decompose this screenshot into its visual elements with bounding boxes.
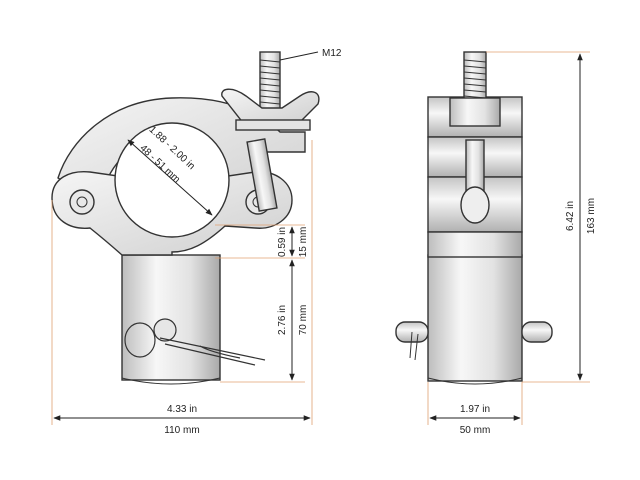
label-spigot-len-in: 2.76 in	[277, 305, 288, 335]
label-spigot-width-mm: 50 mm	[460, 425, 491, 436]
wing-nut	[221, 88, 320, 125]
label-bolt: M12	[322, 48, 342, 59]
extension-lines	[51, 51, 590, 425]
label-gap-mm: 15 mm	[298, 227, 309, 258]
label-spigot-width-in: 1.97 in	[460, 404, 490, 415]
safety-pin	[124, 318, 266, 366]
front-spigot	[427, 254, 523, 382]
label-total-width-mm: 110 mm	[164, 425, 199, 436]
label-spigot-len-mm: 70 mm	[298, 305, 309, 336]
clamp-front-view	[395, 51, 553, 385]
label-total-width-in: 4.33 in	[167, 404, 197, 415]
label-gap-in: 0.59 in	[277, 227, 288, 257]
dimension-lines	[53, 51, 583, 421]
spigot	[121, 254, 221, 381]
label-total-height-mm: 163 mm	[586, 198, 597, 234]
label-total-height-in: 6.42 in	[565, 201, 576, 231]
